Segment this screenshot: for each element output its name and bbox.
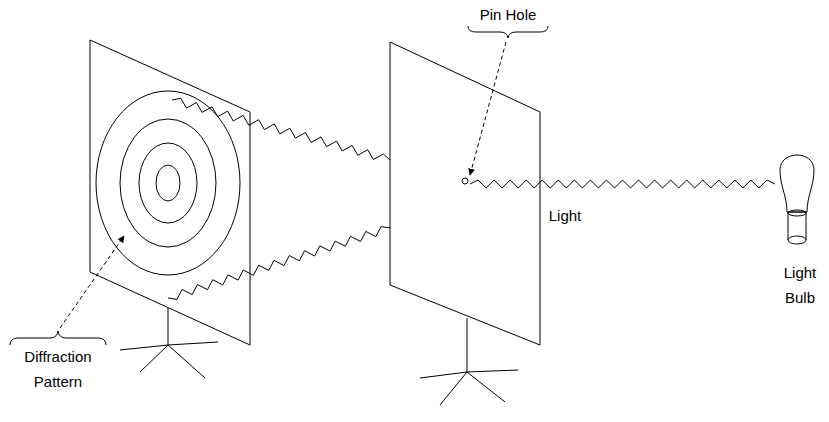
leader-arrow: [60, 236, 124, 328]
light-wave: [172, 98, 390, 160]
part-label: Light: [549, 203, 582, 228]
part-label: Pin Hole: [480, 2, 537, 27]
label-brace: [10, 331, 106, 345]
part-label: Light Bulb: [784, 260, 817, 310]
part-label: Diffraction Pattern: [24, 344, 91, 394]
pin-hole: [462, 178, 468, 184]
light-wave: [168, 227, 390, 300]
diffraction-rings: [96, 91, 240, 275]
label-brace: [468, 26, 548, 38]
light-bulb-symbol: [780, 155, 814, 244]
screen-stand: [420, 318, 518, 405]
screen: [390, 42, 540, 345]
light-waves: [168, 98, 775, 299]
light-wave: [470, 180, 775, 188]
screen: [90, 40, 250, 345]
leader-arrow: [470, 42, 506, 175]
